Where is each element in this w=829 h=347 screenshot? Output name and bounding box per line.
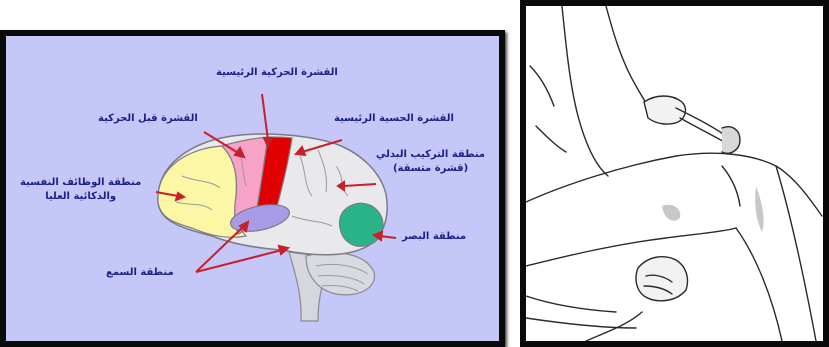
shin-back <box>776 166 816 341</box>
patella-contour <box>722 166 740 206</box>
leg-bottom-contour <box>526 228 736 266</box>
label-primary-motor: القشرة الحركية الرئيسية <box>216 66 338 80</box>
label-premotor: القشرة قبل الحركية <box>98 112 198 126</box>
label-primary-sensory: القشرة الحسية الرئيسية <box>334 112 454 126</box>
label-hearing: منطقة السمع <box>106 266 174 280</box>
coat-edge <box>562 6 608 176</box>
shading <box>662 186 764 232</box>
shin-front <box>736 228 782 341</box>
knee-examination-illustration <box>526 6 823 341</box>
label-vision: منطقة البصر <box>402 230 466 244</box>
label-body-composition: منطقة التركيب البدلي (قشرة متسقة) <box>376 148 485 176</box>
knee-exam-panel <box>520 0 829 347</box>
visual-area <box>339 203 383 246</box>
reflex-hammer-head <box>722 127 740 154</box>
coat-fold <box>530 66 566 152</box>
brain-diagram-panel: القشرة الحركية الرئيسية القشرة قبل الحرك… <box>0 30 505 347</box>
supporting-hand <box>636 257 688 301</box>
label-psychological-functions: منطقة الوظائف النفسية والذكائية العليا <box>20 176 141 204</box>
sheet-folds <box>526 296 642 341</box>
